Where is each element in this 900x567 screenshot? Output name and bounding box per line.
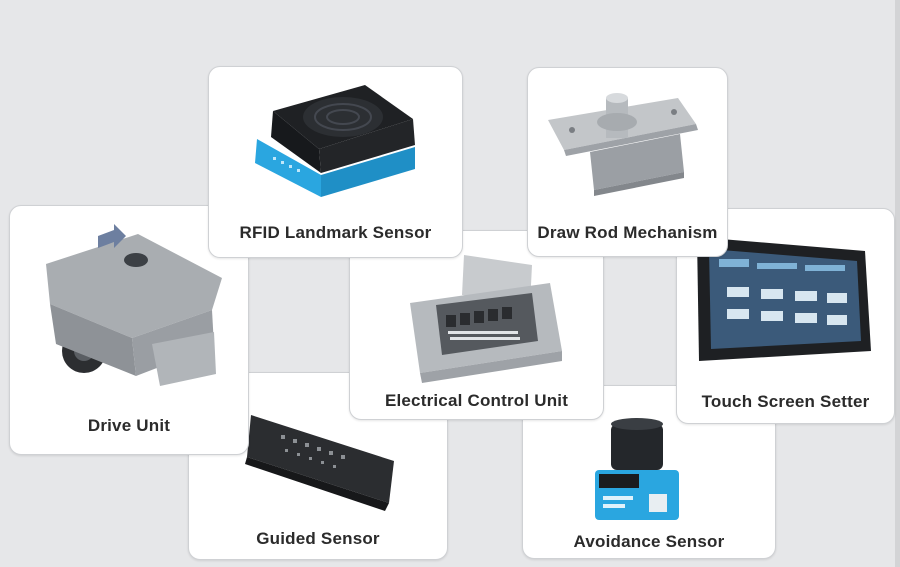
card-electrical-control-unit[interactable]: Electrical Control Unit	[349, 230, 604, 420]
card-label: RFID Landmark Sensor	[239, 223, 432, 242]
lidar-sensor-icon	[595, 418, 679, 520]
page-edge	[895, 0, 900, 567]
card-label: Touch Screen Setter	[701, 392, 870, 411]
card-label: Avoidance Sensor	[573, 532, 725, 551]
drive-unit-icon	[46, 224, 222, 386]
draw-rod-icon	[548, 93, 698, 196]
control-box-icon	[410, 255, 562, 383]
card-label: Drive Unit	[87, 416, 171, 435]
guided-sensor-icon	[245, 415, 394, 511]
touch-screen-icon	[697, 237, 871, 361]
card-label: Draw Rod Mechanism	[537, 223, 718, 242]
card-label: Electrical Control Unit	[384, 391, 569, 410]
card-label: Guided Sensor	[256, 529, 380, 548]
card-rfid-landmark-sensor[interactable]: RFID Landmark Sensor	[208, 66, 463, 258]
card-touch-screen-setter[interactable]: Touch Screen Setter	[676, 208, 895, 424]
rfid-sensor-icon	[255, 85, 415, 197]
card-draw-rod-mechanism[interactable]: Draw Rod Mechanism	[527, 67, 728, 257]
